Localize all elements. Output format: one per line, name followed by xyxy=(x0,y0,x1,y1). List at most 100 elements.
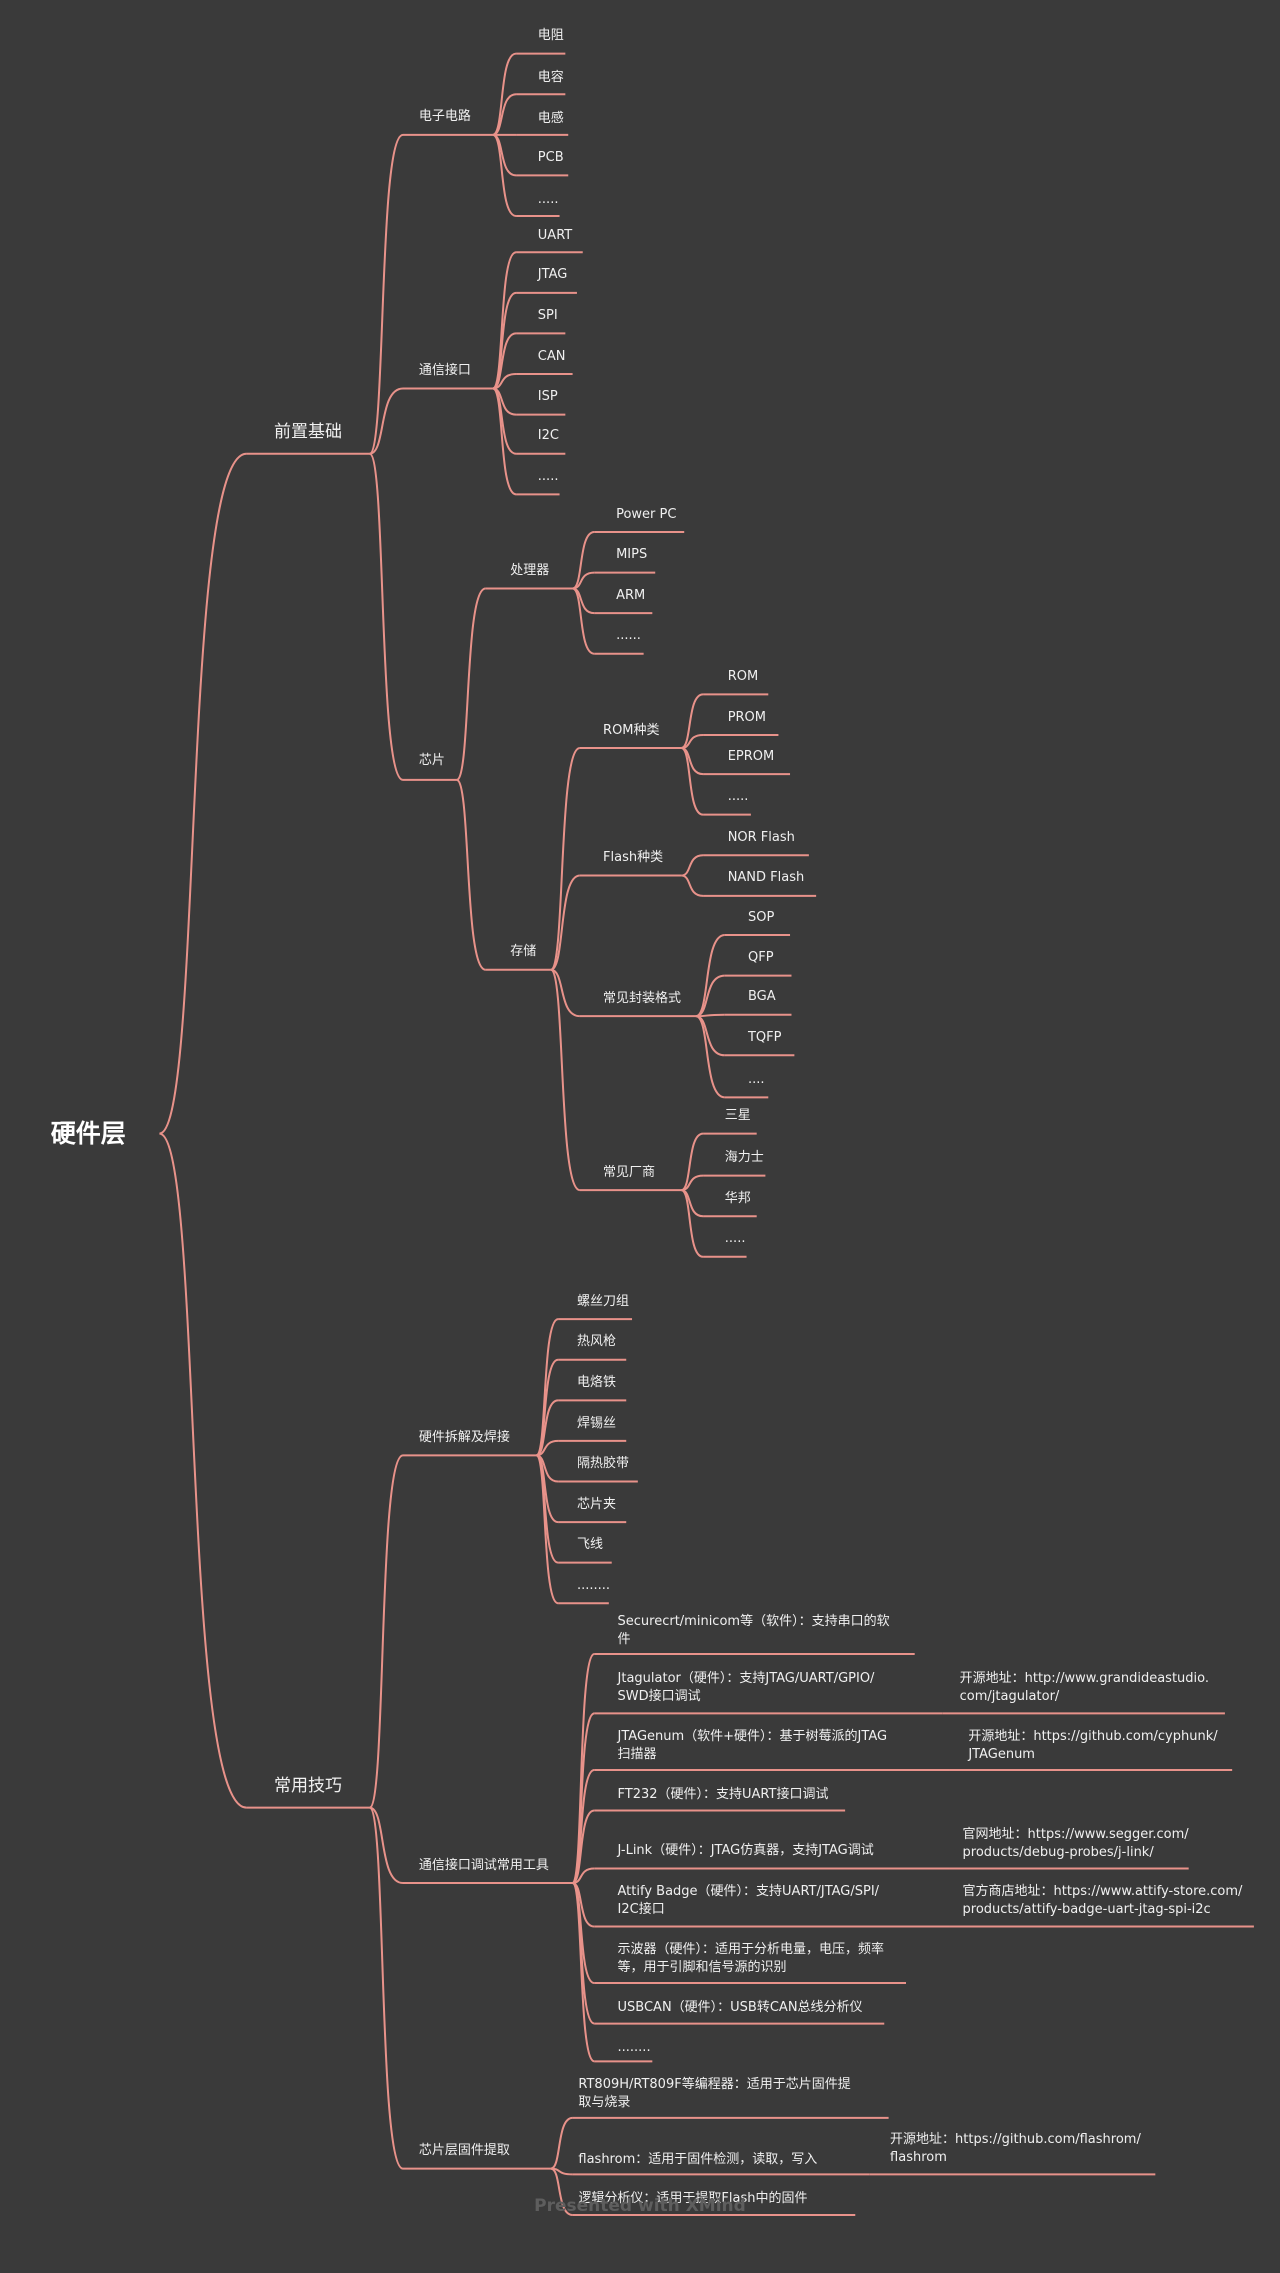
branch-connector xyxy=(492,133,517,177)
topic-level-3: Jtagulator（硬件）：支持JTAG/UART/GPIO/ SWD接口调试 xyxy=(617,1670,875,1704)
topic-level-3: 逻辑分析仪：适用于提取Flash中的固件 xyxy=(578,2191,808,2207)
branch-connector xyxy=(550,2116,573,2170)
topic-level-3: 电感 xyxy=(537,110,564,126)
branch-connector xyxy=(492,133,517,217)
topic-level-5: TQFP xyxy=(747,1029,782,1045)
branch-connector xyxy=(535,1399,559,1457)
branch-connector xyxy=(695,1015,725,1057)
topic-level-4: MIPS xyxy=(616,547,648,563)
topic-level-3: Securecrt/minicom等（软件）：支持串口的软 件 xyxy=(617,1614,890,1648)
branch-connector xyxy=(455,587,487,781)
topic-level-5: SOP xyxy=(747,909,775,925)
topic-level-3: flashrom：适用于固件检测，读取，写入 xyxy=(578,2151,818,2167)
branch-connector xyxy=(695,974,725,1018)
branch-connector xyxy=(159,1132,247,1809)
topic-level-3: SPI xyxy=(537,308,558,323)
branch-connector xyxy=(571,1882,596,2063)
topic-level-3: Attify Badge（硬件）：支持UART/JTAG/SPI/ I2C接口 xyxy=(617,1883,880,1917)
branch-connector xyxy=(695,1015,726,1099)
branch-connector xyxy=(159,452,247,1135)
topic-level-4: ROM种类 xyxy=(603,722,660,738)
topic-level-3: ........ xyxy=(576,1577,610,1593)
topic-level-1: 常用技巧 xyxy=(273,1775,342,1796)
branch-connector xyxy=(550,2167,573,2216)
topic-level-4: Flash种类 xyxy=(603,850,664,866)
branch-connector xyxy=(369,387,404,455)
branch-connector xyxy=(681,874,704,897)
topic-level-3: 电容 xyxy=(537,70,564,86)
topic-level-3: 处理器 xyxy=(510,563,550,579)
topic-level-3: 芯片夹 xyxy=(576,1496,616,1512)
topic-level-5: ..... xyxy=(724,1231,746,1247)
topic-level-2: 芯片层固件提取 xyxy=(418,2143,510,2159)
branch-connector xyxy=(455,778,487,971)
topic-level-5: .... xyxy=(747,1071,765,1087)
topic-level-2: 通信接口调试常用工具 xyxy=(418,1857,549,1873)
topic-level-5: 华邦 xyxy=(724,1190,751,1206)
topic-level-4: ...... xyxy=(616,628,641,644)
topic-level-4: 常见封装格式 xyxy=(603,990,682,1006)
branch-connector xyxy=(571,1882,595,1985)
topic-level-5: PROM xyxy=(727,709,767,725)
topic-level-3: 电烙铁 xyxy=(576,1374,616,1390)
branch-connector xyxy=(535,1454,559,1605)
branch-connector xyxy=(680,1189,704,1258)
topic-level-3: PCB xyxy=(537,150,564,165)
topic-level-4: 官网地址：https://www.segger.com/ products/de… xyxy=(962,1827,1189,1861)
central-topic: 硬件层 xyxy=(50,1118,126,1148)
topic-level-3: 螺丝刀组 xyxy=(576,1293,629,1309)
topic-level-3: 隔热胶带 xyxy=(576,1456,629,1472)
topic-level-3: I2C xyxy=(537,428,559,444)
branch-connector xyxy=(572,1809,595,1885)
topic-level-2: 芯片 xyxy=(418,753,445,769)
branch-connector xyxy=(680,746,704,816)
topic-level-3: ........ xyxy=(617,2040,651,2056)
branch-connector xyxy=(680,693,704,749)
topic-level-3: CAN xyxy=(537,348,566,364)
topic-level-3: ..... xyxy=(537,468,559,484)
branch-connector xyxy=(550,874,581,971)
topic-level-1: 前置基础 xyxy=(273,421,342,442)
branch-connector xyxy=(368,1806,404,2170)
topic-level-5: NOR Flash xyxy=(727,829,795,845)
topic-level-4: ARM xyxy=(616,587,646,603)
xmind-watermark: Presented with XMind xyxy=(534,2196,746,2216)
topic-level-4: 开源地址：http://www.grandideastudio. com/jta… xyxy=(959,1670,1209,1704)
branch-connector xyxy=(681,854,704,877)
topic-level-3: UART xyxy=(537,228,573,244)
topic-level-3: J-Link（硬件）：JTAG仿真器，支持JTAG调试 xyxy=(617,1843,874,1859)
topic-level-3: ..... xyxy=(537,192,559,208)
topic-level-4: 官方商店地址：https://www.attify-store.com/ pro… xyxy=(962,1883,1243,1917)
branch-connector xyxy=(368,1454,404,1809)
branch-connector xyxy=(369,1806,404,1885)
topic-level-4: 开源地址：https://github.com/flashrom/ flashr… xyxy=(890,2131,1141,2165)
topic-level-3: 焊锡丝 xyxy=(576,1415,616,1431)
branch-connector xyxy=(549,746,581,971)
topic-level-3: JTAGenum（软件+硬件）：基于树莓派的JTAG 扫描器 xyxy=(617,1728,888,1762)
topic-level-2: 硬件拆解及焊接 xyxy=(418,1430,510,1445)
topic-level-3: 电阻 xyxy=(537,28,564,44)
topic-level-3: 飞线 xyxy=(576,1537,603,1553)
branch-connector xyxy=(549,968,581,1192)
topic-level-3: USBCAN（硬件）：USB转CAN总线分析仪 xyxy=(617,1999,863,2015)
branch-connector xyxy=(491,387,517,496)
branch-connector xyxy=(680,1132,704,1192)
topic-level-4: 常见厂商 xyxy=(603,1164,656,1180)
topic-level-3: FT232（硬件）：支持UART接口调试 xyxy=(617,1786,829,1802)
topic-level-3: ISP xyxy=(537,389,558,405)
topic-level-5: NAND Flash xyxy=(727,870,805,886)
branch-connector xyxy=(368,452,404,781)
topic-level-3: JTAG xyxy=(537,267,568,283)
topic-level-2: 通信接口 xyxy=(418,363,471,379)
topic-level-5: QFP xyxy=(747,950,774,966)
topic-level-4: Power PC xyxy=(616,506,677,522)
topic-level-4: 开源地址：https://github.com/cyphunk/ JTAGenu… xyxy=(968,1728,1218,1762)
topic-level-5: 三星 xyxy=(724,1108,751,1124)
topic-level-3: 热风枪 xyxy=(576,1334,616,1350)
branch-connector xyxy=(572,587,595,655)
branch-connector xyxy=(572,531,595,590)
branch-connector xyxy=(492,387,517,455)
branch-connector xyxy=(492,93,517,136)
topic-level-3: 示波器（硬件）：适用于分析电量，电压，频率 等，用于引脚和信号源的识别 xyxy=(617,1941,885,1975)
